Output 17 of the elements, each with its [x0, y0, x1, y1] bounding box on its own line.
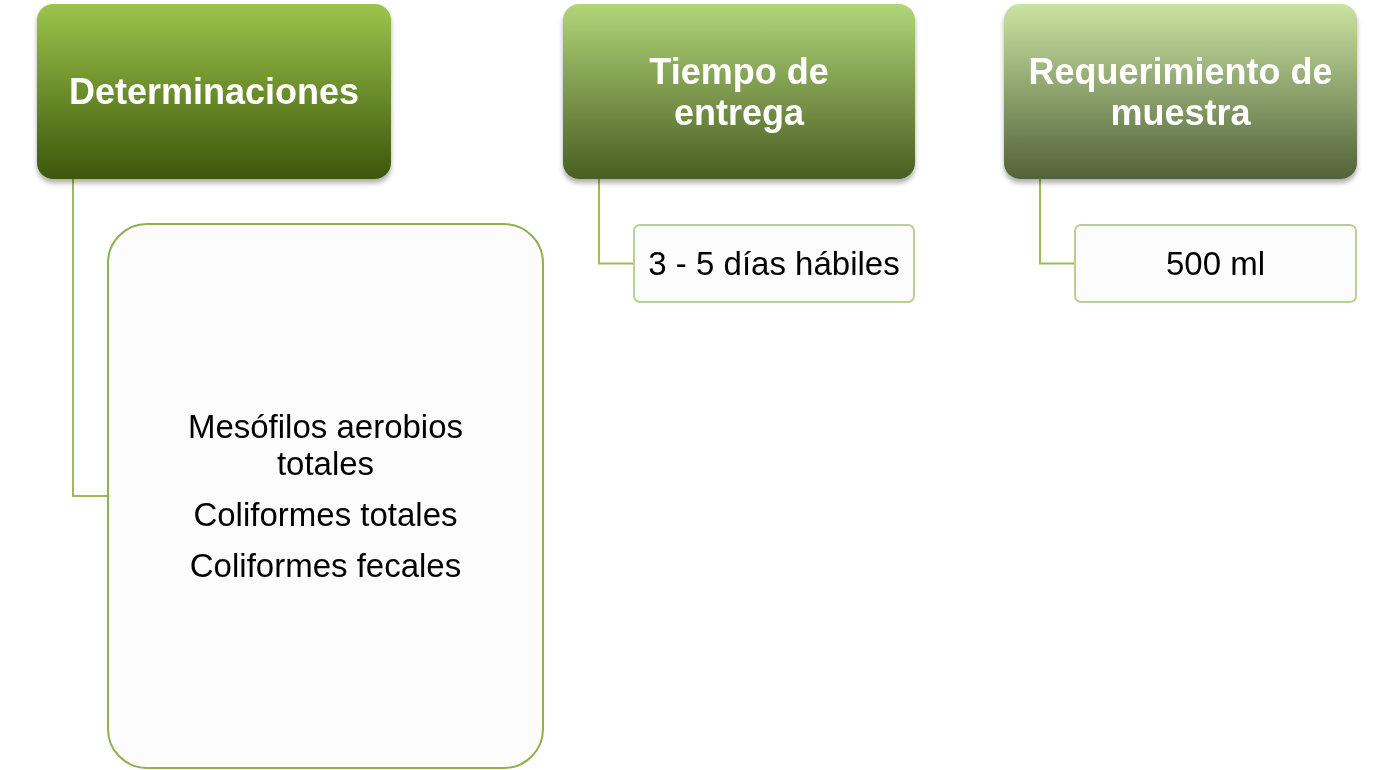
- header-box: [37, 4, 391, 179]
- item-text: Mesófilos aerobios totales: [186, 408, 465, 482]
- header-text: Tiempo de entrega: [648, 50, 830, 133]
- header-box: [1004, 4, 1357, 179]
- item-box: [633, 224, 915, 303]
- item-text: Coliformes totales: [193, 496, 458, 533]
- item-box: [107, 223, 544, 769]
- item-text: Coliformes fecales: [189, 547, 462, 584]
- header-text: Requerimiento de muestra: [1027, 50, 1334, 133]
- connector-line: [1039, 178, 1075, 265]
- item-box: [1074, 224, 1357, 303]
- connector-line: [72, 178, 108, 497]
- header-text: Determinaciones: [68, 71, 360, 112]
- item-text: 500 ml: [1165, 245, 1266, 282]
- header-box: [563, 4, 915, 179]
- item-text: 3 - 5 días hábiles: [648, 245, 900, 282]
- connector-line: [598, 178, 634, 265]
